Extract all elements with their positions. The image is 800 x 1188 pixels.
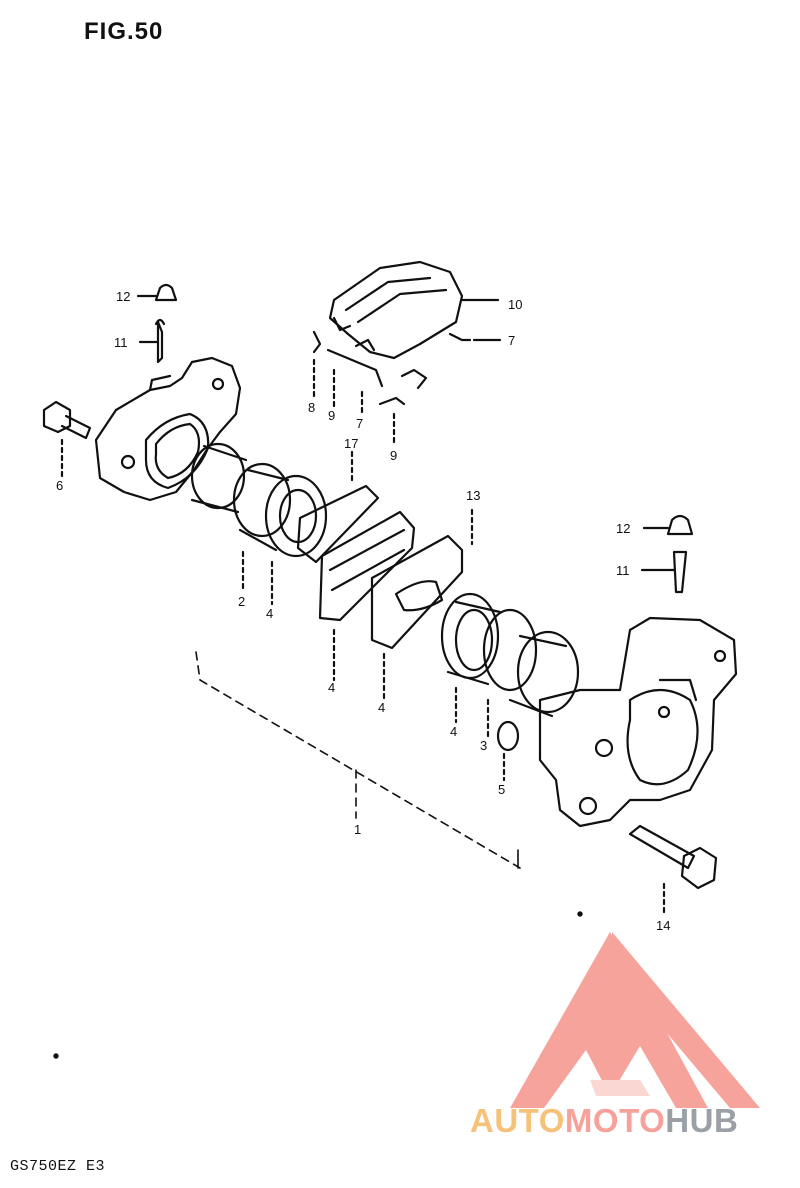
- piston-left: [190, 442, 248, 514]
- bleeder-cap-left: [136, 283, 178, 302]
- callout-17: 17: [344, 436, 358, 451]
- callout-4-pad-right: 4: [378, 700, 385, 715]
- brand-part-moto: MOTO: [564, 1102, 666, 1139]
- callout-6: 6: [56, 478, 63, 493]
- figure-title: FIG.50: [84, 18, 164, 45]
- callout-9-right: 9: [390, 448, 397, 463]
- callout-13: 13: [466, 488, 480, 503]
- anti-squeal-shim-left: [296, 450, 380, 564]
- callout-4-seal-right: 4: [450, 724, 457, 739]
- callout-5: 5: [498, 782, 505, 797]
- bleeder-valve-left: [138, 318, 166, 364]
- brand-part-auto: AUTO: [470, 1102, 565, 1139]
- pad-pin: [448, 332, 502, 342]
- callout-8: 8: [308, 400, 315, 415]
- callout-11-left: 11: [114, 335, 128, 350]
- piston-right: [508, 630, 580, 718]
- pad-clip: [312, 330, 428, 448]
- callout-4-seal-left: 4: [266, 606, 273, 621]
- callout-1: 1: [354, 822, 361, 837]
- callout-9-left: 9: [328, 408, 335, 423]
- bleeder-valve-right: [640, 550, 688, 594]
- watermark-brand: AUTOMOTOHUB: [470, 1102, 738, 1140]
- o-ring: [496, 720, 520, 782]
- callout-7-pin: 7: [508, 333, 515, 348]
- piston-seal-left: [232, 462, 328, 606]
- brand-part-hub: HUB: [665, 1102, 739, 1139]
- mounting-bolt-right: [628, 824, 718, 916]
- brake-pad-left: [318, 510, 416, 682]
- brake-pad-set: [328, 260, 500, 360]
- callout-11-right: 11: [616, 563, 630, 578]
- bleeder-cap-right: [642, 514, 694, 536]
- callout-7: 7: [356, 416, 363, 431]
- caliper-body-left: [94, 356, 242, 502]
- caliper-body-right: [538, 616, 738, 828]
- mounting-bolt-left: [42, 400, 92, 478]
- piston-seal-right: [440, 592, 538, 738]
- model-code: GS750EZ E3: [10, 1158, 106, 1175]
- callout-10: 10: [508, 297, 522, 312]
- callout-14: 14: [656, 918, 670, 933]
- callout-labels: 12 11 6 10 7 8 9 7 9 17 2 4 13 12 11 1 4…: [56, 289, 670, 933]
- assembly-bracket: [195, 651, 521, 869]
- callout-12-left: 12: [116, 289, 130, 304]
- callout-3: 3: [480, 738, 487, 753]
- callout-4-pad-left: 4: [328, 680, 335, 695]
- callout-12-right: 12: [616, 521, 630, 536]
- brake-pad-right: [370, 534, 464, 704]
- callout-2: 2: [238, 594, 245, 609]
- watermark-logo-icon: [510, 932, 760, 1108]
